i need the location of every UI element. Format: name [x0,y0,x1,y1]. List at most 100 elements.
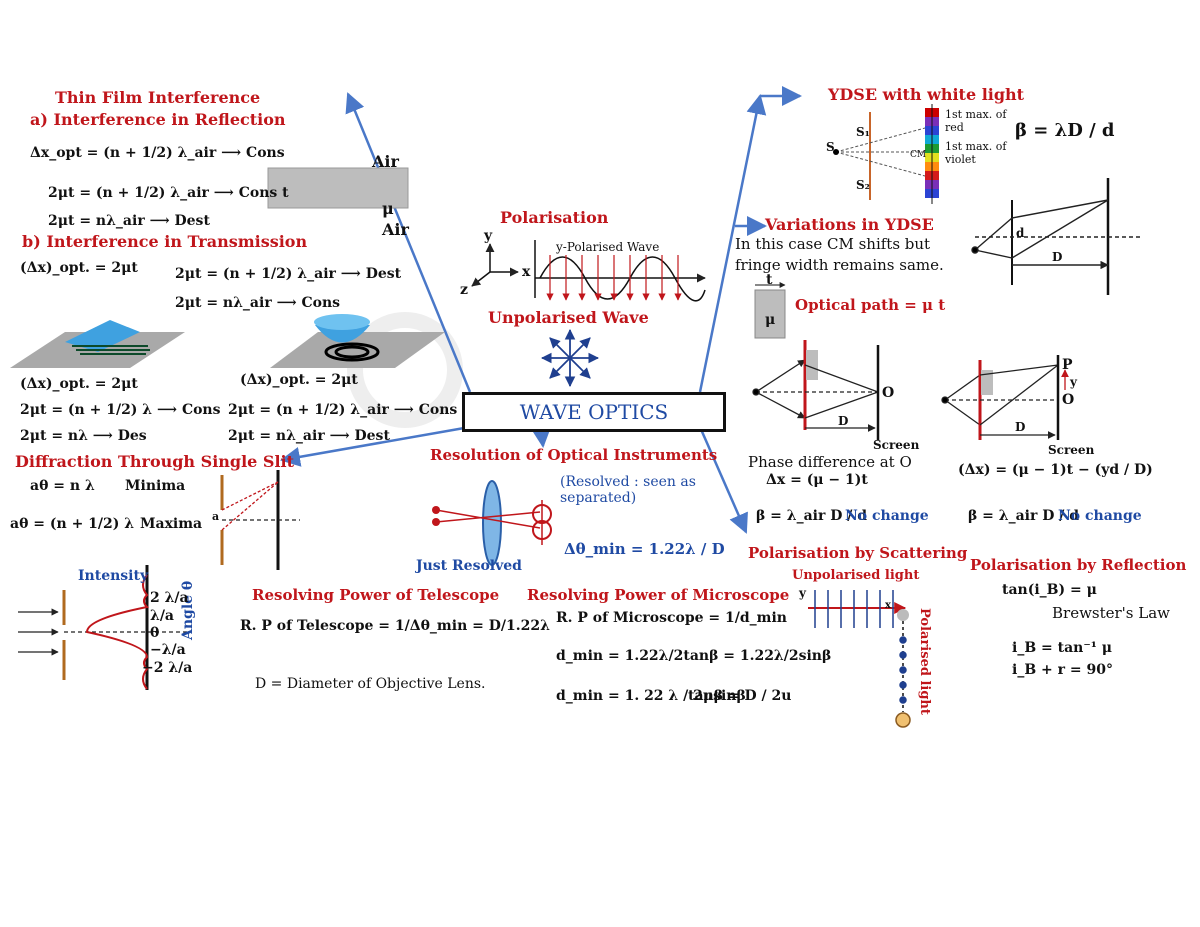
label-mu: μ [382,199,394,218]
cm-label: CM [910,150,927,160]
thin-film-slab [267,167,409,209]
brewster-law-label: Brewster's Law [1052,604,1171,622]
ydse-white-title: YDSE with white light [828,85,1025,104]
microscope-eq2: d_min = 1.22λ/2tanβ = 1.22λ/2sinβ [556,648,832,664]
max-violet-label: 1st max. of violet [945,140,1007,166]
thin-film-eq2: 2μt = (n + 1/2) λ_air ⟶ Cons t [48,185,289,201]
thin-film-eq4: (Δx)_opt. = 2μt [20,260,138,276]
microscope-eq3: d_min = 1. 22 λ / 2μsinβ [556,688,746,704]
tick-neg-2la: −2 λ/a [142,660,193,676]
intensity-diagram [18,565,190,690]
slit-s1-label: S₁ [856,125,870,139]
block-mu-label: μ [765,312,776,328]
max-red-label: 1st max. of red [945,108,1007,134]
y-polarised-label: y-Polarised Wave [556,240,660,254]
reflection-eq2: i_B = tan⁻¹ μ [1012,640,1112,656]
thin-film-eq6: 2μt = nλ_air ⟶ Cons [175,295,341,311]
screen2-label: Screen [1048,443,1095,457]
maxima-eq: aθ = (n + 1/2) λ [10,516,135,532]
newton-eq1: (Δx)_opt. = 2μt [240,372,358,388]
ydse-white-diagram [833,104,939,204]
beta-eq2: β = λ_air D / d [968,508,1080,524]
minima-label: Minima [125,478,186,494]
point-p-label: P [1062,357,1073,373]
label-air-top: Air [372,152,399,171]
label-air-bottom: Air [382,220,409,239]
transmission-subtitle: b) Interference in Transmission [22,232,308,251]
phase-diff-diagram [752,340,880,440]
optical-path-block [754,282,786,339]
phase-D-label: D [838,414,849,428]
slit-s2-label: S₂ [856,178,870,192]
thin-film-eq1: Δx_opt = (n + 1/2) λ_air ⟶ Cons [30,145,285,161]
source-s-label: S [826,140,835,154]
reflection-eq1: tan(i_B) = μ [1002,582,1097,598]
diffraction-title: Diffraction Through Single Slit [15,452,295,471]
newton-rings-diagram [270,314,445,368]
wedge-film-diagram [10,320,185,368]
point-o-label: O [882,385,895,401]
arrow-to-thin-film [345,92,472,393]
var-d-label: d [1016,226,1025,240]
var-D-label: D [1052,250,1063,264]
shift-eq: (Δx) = (μ − 1)t − (yd / D) [958,462,1153,478]
tick-2la: 2 λ/a [150,590,189,606]
reflection-subtitle: a) Interference in Reflection [30,110,286,129]
tick-neg-la: −λ/a [150,642,186,658]
microscope-eq1: R. P of Microscope = 1/d_min [556,610,787,626]
axis-y-label: y [484,228,493,244]
resolution-lens-diagram [432,480,552,566]
unpolarised-star [540,328,600,388]
optical-path-label: Optical path = μ t [795,296,946,314]
axis-z-label: z [460,282,468,298]
arrow-to-diffraction [280,425,471,467]
thickness-t-label: t [766,272,773,288]
beta-eq: β = λ_air D / d [756,508,868,524]
scattering-title: Polarisation by Scattering [748,544,968,562]
microscope-eq4: tanβ = D / 2u [688,688,792,704]
scattering-diagram [808,590,911,728]
intensity-label: Intensity [78,568,149,584]
just-resolved-label: Just Resolved [416,558,522,574]
maxima-label: Maxima [140,516,203,532]
phase-eq: Δx = (μ − 1)t [766,472,868,488]
microscope-title: Resolving Power of Microscope [527,586,790,604]
scatter-y-label: y [799,586,806,600]
watermark [347,312,463,428]
shift-D-label: D [1015,420,1026,434]
axis-x-label: x [522,264,531,280]
newton-eq2: 2μt = (n + 1/2) λ_air ⟶ Cons [228,402,458,418]
telescope-title: Resolving Power of Telescope [252,586,500,604]
arrow-to-ydse [698,94,767,393]
newton-eq3: 2μt = nλ_air ⟶ Dest [228,428,390,444]
polarisation-title: Polarisation [500,208,609,227]
resolution-title: Resolution of Optical Instruments [430,446,718,464]
thin-film-eq3: 2μt = nλ_air ⟶ Dest [48,213,210,229]
no-change-label: No change [845,508,929,524]
slit-width-label: a [212,510,220,523]
wedge-eq1: (Δx)_opt. = 2μt [20,376,138,392]
variations-line2: fringe width remains same. [735,256,944,274]
dtheta-eq: Δθ_min = 1.22λ / D [564,540,725,558]
variations-ydse-diagram [971,178,1140,295]
resolved-note: (Resolved : seen as separated) [560,474,696,506]
single-slit-diagram [220,470,300,570]
wedge-eq3: 2μt = nλ ⟶ Des [20,428,147,444]
beta-formula: β = λD / d [1015,120,1115,141]
telescope-eq: R. P of Telescope = 1/Δθ_min = D/1.22λ [240,618,550,634]
polarisation-diagram [471,240,706,302]
thin-film-title: Thin Film Interference [55,88,261,107]
variations-line1: In this case CM shifts but [735,235,931,253]
unpolarised-light-label: Unpolarised light [792,568,920,583]
thin-film-eq5: 2μt = (n + 1/2) λ_air ⟶ Dest [175,266,402,282]
wedge-eq2: 2μt = (n + 1/2) λ ⟶ Cons [20,402,221,418]
polarised-light-label: Polarised light [917,608,932,715]
screen-label: Screen [873,438,920,452]
arrow-to-scattering [698,426,748,534]
unpolarised-title: Unpolarised Wave [488,308,649,327]
reflection-title: Polarisation by Reflection [970,556,1187,574]
tick-theta: θ [150,625,160,641]
wave-optics-title: WAVE OPTICS [462,392,726,432]
no-change2-label: No change [1058,508,1142,524]
